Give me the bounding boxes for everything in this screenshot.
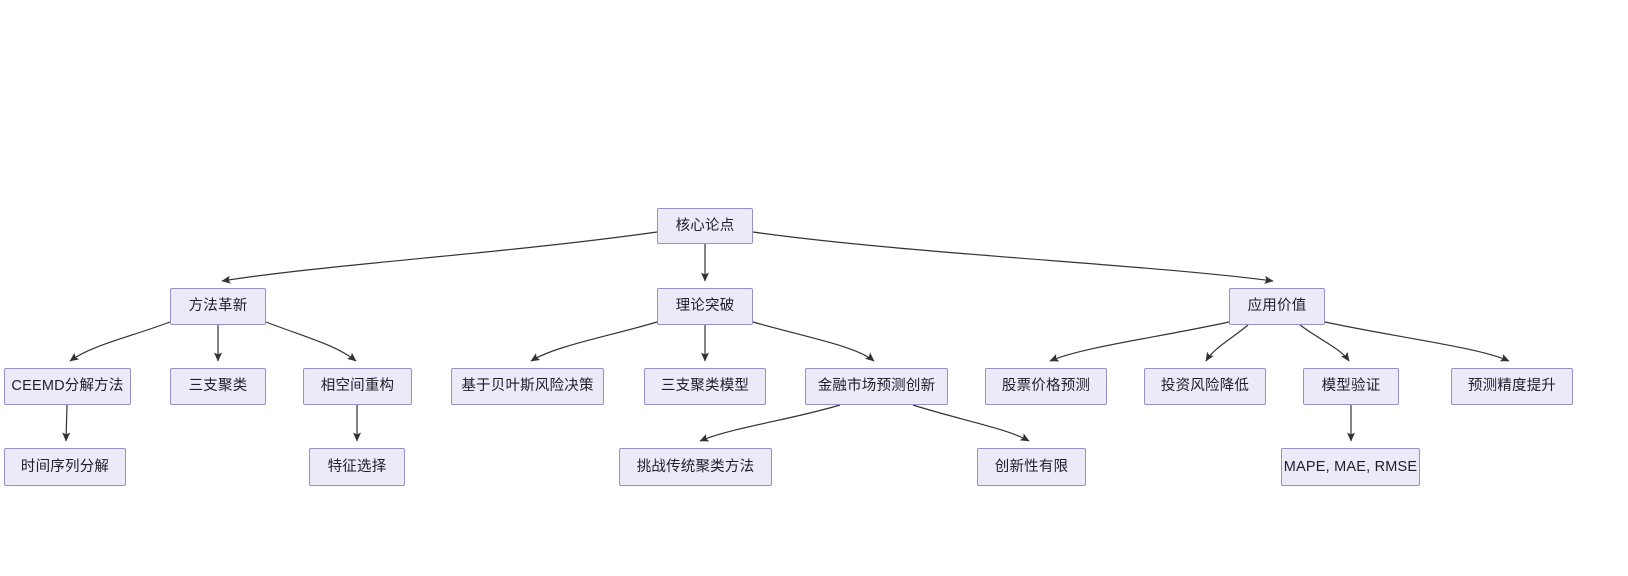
edge-l2c-to-l3g: [1049, 321, 1230, 362]
edge-root-to-l2a: [221, 231, 658, 284]
edge-l3f-to-l4c: [699, 404, 841, 442]
flowchart-node-l2c[interactable]: 应用价值: [1229, 288, 1325, 325]
flowchart-node-label: 挑战传统聚类方法: [636, 458, 755, 475]
flowchart-node-label: 金融市场预测创新: [817, 378, 936, 395]
flowchart-node-label: 投资风险降低: [1160, 378, 1250, 395]
flowchart-node-label: 应用价值: [1247, 298, 1307, 315]
edge-l2a-to-l3a: [69, 321, 171, 362]
flowchart-node-label: 时间序列分解: [20, 458, 110, 475]
flowchart-node-l4d[interactable]: 创新性有限: [977, 448, 1086, 486]
edge-l2c-to-l3i: [1299, 324, 1350, 362]
flowchart-node-l3d[interactable]: 基于贝叶斯风险决策: [451, 368, 604, 405]
flowchart-node-label: 理论突破: [675, 298, 735, 315]
edge-l2a-to-l3c: [265, 321, 357, 362]
flowchart-node-l3e[interactable]: 三支聚类模型: [644, 368, 766, 405]
flowchart-node-l3j[interactable]: 预测精度提升: [1451, 368, 1573, 405]
flowchart-node-label: MAPE, MAE, RMSE: [1283, 458, 1418, 475]
flowchart-node-l3g[interactable]: 股票价格预测: [985, 368, 1107, 405]
flowchart-node-l2b[interactable]: 理论突破: [657, 288, 753, 325]
flowchart-node-l4e[interactable]: MAPE, MAE, RMSE: [1281, 448, 1420, 486]
flowchart-node-l4a[interactable]: 时间序列分解: [4, 448, 126, 486]
flowchart-node-l3c[interactable]: 相空间重构: [303, 368, 412, 405]
flowchart-node-label: 股票价格预测: [1001, 378, 1091, 395]
flowchart-node-label: 基于贝叶斯风险决策: [461, 378, 594, 395]
flowchart-node-l4b[interactable]: 特征选择: [309, 448, 405, 486]
flowchart-node-l3a[interactable]: CEEMD分解方法: [4, 368, 131, 405]
flowchart-node-label: 模型验证: [1321, 378, 1381, 395]
edge-l2c-to-l3h: [1205, 324, 1249, 362]
flowchart-node-label: 预测精度提升: [1467, 378, 1557, 395]
flowchart-node-label: 方法革新: [188, 298, 248, 315]
flowchart-node-l2a[interactable]: 方法革新: [170, 288, 266, 325]
edge-l2b-to-l3f: [752, 321, 875, 362]
edge-l3f-to-l4d: [912, 404, 1030, 442]
flowchart-node-label: 相空间重构: [320, 378, 395, 395]
flowchart-node-label: 核心论点: [675, 217, 735, 234]
flowchart-node-l4c[interactable]: 挑战传统聚类方法: [619, 448, 772, 486]
flowchart-node-label: 三支聚类模型: [660, 378, 750, 395]
flowchart-node-label: 特征选择: [327, 458, 387, 475]
flowchart-node-l3b[interactable]: 三支聚类: [170, 368, 266, 405]
flowchart-node-label: 创新性有限: [994, 458, 1069, 475]
flowchart-node-label: 三支聚类: [188, 378, 248, 395]
flowchart-node-root[interactable]: 核心论点: [657, 208, 753, 244]
flowchart-node-l3h[interactable]: 投资风险降低: [1144, 368, 1266, 405]
edge-l2c-to-l3j: [1324, 321, 1510, 362]
edge-l3a-to-l4a: [62, 404, 71, 442]
edge-root-to-l2c: [752, 231, 1274, 284]
flowchart-node-l3i[interactable]: 模型验证: [1303, 368, 1399, 405]
flowchart-node-l3f[interactable]: 金融市场预测创新: [805, 368, 948, 405]
edge-l2b-to-l3d: [530, 321, 658, 362]
flowchart-node-label: CEEMD分解方法: [11, 378, 124, 395]
